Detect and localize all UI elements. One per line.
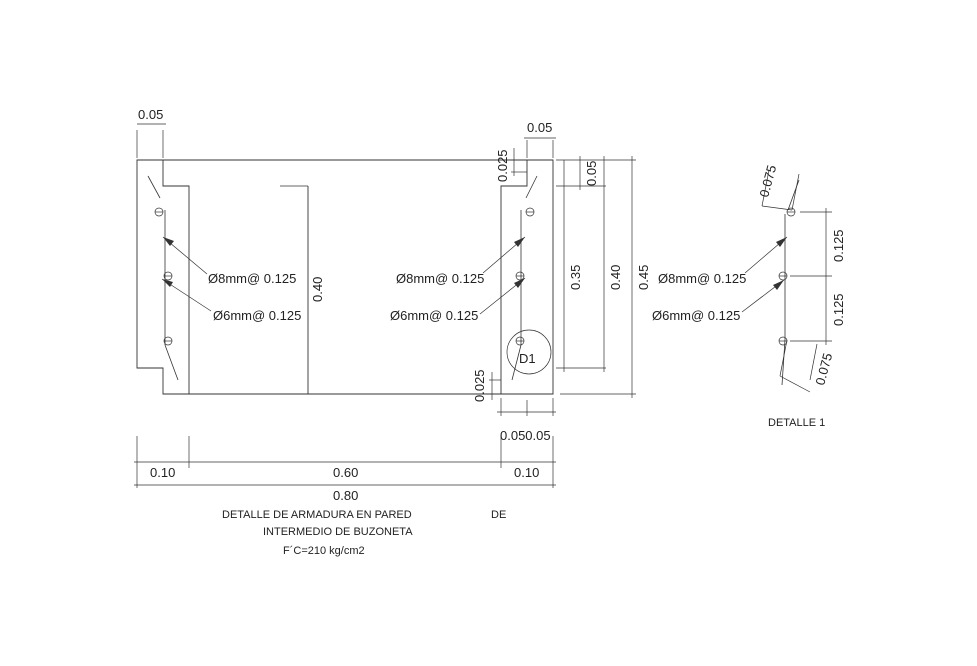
right-bar-top [525,175,538,199]
dim-top-right-label: 0.05 [527,120,552,135]
detail-callout-8mm: Ø8mm@ 0.125 [658,271,746,286]
caption-line-2: INTERMEDIO DE BUZONETA [263,526,413,538]
dim-bottom-small: 0.050.05 [497,398,556,443]
dim-top-left: 0.05 [136,107,166,158]
detail-dim-top-line [761,205,793,211]
dim-025-top: 0.025 [495,148,527,182]
detail-dim-125-bottom: 0.125 [831,293,846,326]
middle-callout-leaders [479,236,526,315]
left-arrowhead-8mm [163,237,174,246]
mid-arrowhead-6mm [514,278,525,288]
detail-1: 0.075 0.075 0.125 0.125 Ø8mm@ 0.125 Ø6mm… [652,163,846,429]
detail-dim-top-ext-1 [761,169,770,207]
left-bar-top [147,175,161,199]
dim-060-label: 0.60 [333,465,358,480]
dim-025-bottom-label: 0.025 [472,369,487,402]
dim-010-left-label: 0.10 [150,465,175,480]
left-wall-reinforcement [147,175,179,381]
detail-dim-bottom-ext-2 [809,343,818,381]
dim-05-right-label: 0.05 [584,161,599,186]
caption-line-1b: DE [491,509,506,521]
dim-right-stack: 0.05 0.35 0.40 0.45 [556,156,651,398]
caption-line-3: F´C=210 kg/cm2 [283,545,365,557]
right-wall-inner-face [500,160,528,394]
dim-bottom-overall: 0.10 0.60 0.10 0.80 [134,436,556,503]
detail-dim-075-top: 0.075 [756,163,779,198]
dim-010-right-label: 0.10 [514,465,539,480]
detail-dim-125-top: 0.125 [831,229,846,262]
dim-top-left-label: 0.05 [138,107,163,122]
dim-bottom-small-label: 0.050.05 [500,428,551,443]
detail-dim-bottom-line [779,375,811,393]
detail-dim-075-bottom: 0.075 [812,351,835,386]
right-bar-bottom [511,344,522,381]
left-callout-8mm: Ø8mm@ 0.125 [208,271,296,286]
mid-callout-8mm: Ø8mm@ 0.125 [396,271,484,286]
dim-025-bottom: 0.025 [472,369,501,402]
left-wall-inner-face [162,160,190,394]
dim-080-label: 0.80 [333,488,358,503]
dim-035-label: 0.35 [568,265,583,290]
right-wall-reinforcement: D1 [506,175,552,381]
left-arrowhead-6mm [162,279,173,287]
dim-top-right: 0.05 [524,120,556,158]
mid-callout-6mm: Ø6mm@ 0.125 [390,308,478,323]
detail-bar-top [787,179,800,211]
detail-1-title: DETALLE 1 [768,417,825,429]
detail-arrowhead-8mm [776,237,787,247]
dim-045-label: 0.45 [636,265,651,290]
left-callout-leaders [161,236,212,312]
dim-040-label: 0.40 [608,265,623,290]
detail-d1-circle [506,329,552,375]
left-bar-bottom [164,344,179,381]
caption-line-1: DETALLE DE ARMADURA EN PARED [222,509,412,521]
detail-d1-label: D1 [519,351,536,366]
detail-dim-top-ext-2 [791,173,800,211]
mid-arrowhead-8mm [514,237,525,247]
detail-callout-6mm: Ø6mm@ 0.125 [652,308,740,323]
left-callout-6mm: Ø6mm@ 0.125 [213,308,301,323]
dim-025-top-label: 0.025 [495,149,510,182]
detail-dim-bottom-ext-1 [779,339,788,377]
wall-section [136,159,554,395]
detail-arrowhead-6mm [773,280,784,290]
wall-outline [136,159,554,395]
dim-040-left-label: 0.40 [310,277,325,302]
